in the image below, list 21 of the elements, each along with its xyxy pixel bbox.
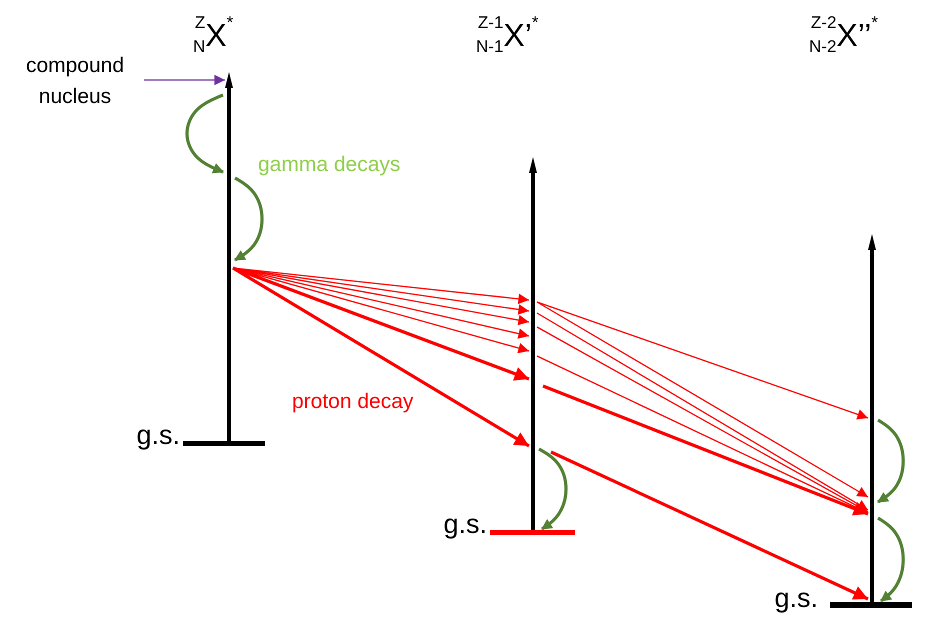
decay-arrow: [536, 355, 868, 514]
decay-arrow: [550, 450, 869, 600]
ground-state-label: g.s.: [443, 509, 487, 540]
gamma-decay-arrow: [877, 418, 905, 504]
gamma-decay-arrow: [877, 516, 905, 602]
decay-arrow: [542, 384, 869, 516]
ground-state-bar: [490, 530, 575, 535]
gamma-decay-arrow: [185, 94, 224, 174]
arrow: [144, 74, 225, 86]
proton-decay-label: proton decay: [292, 390, 414, 414]
decay-arrow: [232, 266, 530, 448]
gamma-decay-arrow: [538, 448, 568, 530]
ground-state-label: g.s.: [136, 420, 180, 452]
decay-arrow: [232, 266, 530, 381]
ground-state-label: g.s.: [774, 583, 818, 614]
gamma-decay-arrow: [234, 176, 264, 262]
decay-arrow: [536, 301, 868, 420]
annotation-text: compound nucleus: [24, 53, 126, 110]
ground-state-bar: [183, 441, 265, 446]
gamma-decay-label: gamma decays: [258, 153, 400, 178]
ground-state-bar: [830, 602, 912, 608]
